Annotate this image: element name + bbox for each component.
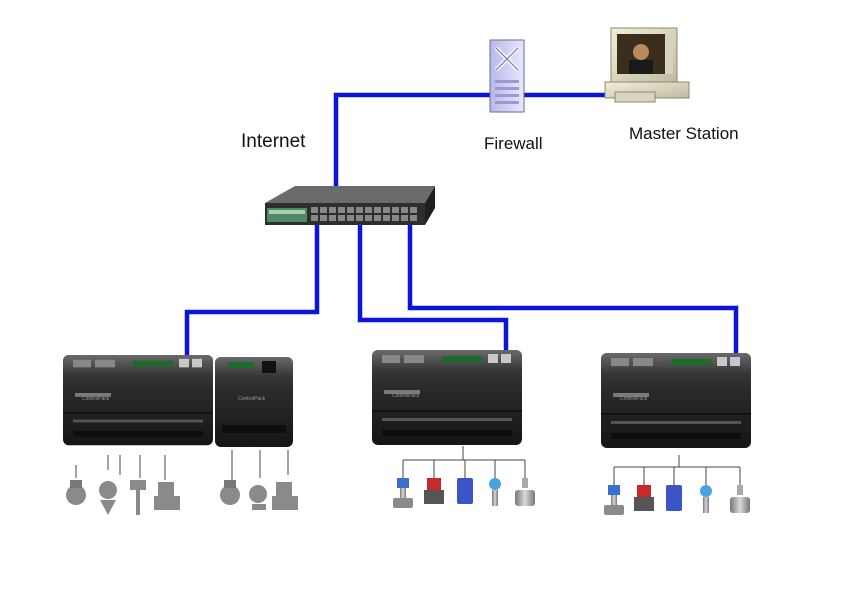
link-switch-to-controller-1 bbox=[184, 223, 320, 363]
field-instrument-icons bbox=[393, 478, 535, 508]
firewall-label: Firewall bbox=[484, 134, 543, 153]
controller-brand-label: ControlPack bbox=[620, 396, 648, 402]
link-switch-to-controller-2 bbox=[357, 223, 509, 355]
network-links bbox=[184, 92, 739, 363]
field-instrument-icons bbox=[66, 480, 298, 515]
controller-group-3: ControlPack bbox=[601, 353, 751, 515]
network-switch-icon bbox=[265, 186, 435, 225]
controller-group-1: ControlPack ControlPack bbox=[63, 355, 298, 515]
field-instrument-icons bbox=[604, 485, 750, 515]
field-wiring bbox=[402, 446, 526, 478]
controller-expansion-icon bbox=[215, 357, 293, 447]
field-wiring bbox=[613, 455, 741, 485]
controller-brand-label: ControlPack bbox=[82, 396, 110, 402]
computer-icon bbox=[604, 27, 690, 103]
field-wiring bbox=[75, 450, 289, 480]
controller-brand-label: ControlPack bbox=[238, 396, 266, 402]
link-switch-to-internet bbox=[333, 92, 500, 190]
internet-label: Internet bbox=[241, 131, 306, 152]
controller-group-2: ControlPack bbox=[372, 350, 535, 508]
link-switch-to-controller-3 bbox=[407, 223, 739, 358]
firewall-icon bbox=[489, 39, 525, 113]
controller-brand-label: ControlPack bbox=[392, 393, 420, 399]
master-station-label: Master Station bbox=[629, 124, 739, 143]
